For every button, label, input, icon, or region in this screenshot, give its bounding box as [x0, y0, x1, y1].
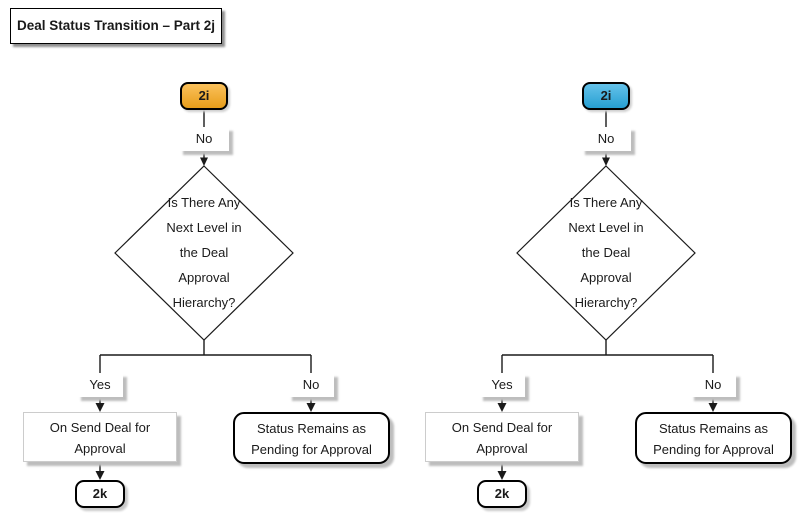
edge-label-yes: Yes — [77, 373, 123, 397]
flow-right: 2i No Is There Any Next Level in the Dea… — [402, 0, 799, 520]
edge-label-no-top: No — [581, 127, 631, 151]
action-box-send-deal: On Send Deal for Approval — [23, 412, 177, 462]
flow-left: 2i No Is There Any Next Level in the Dea… — [0, 0, 399, 520]
start-node-2i: 2i — [180, 82, 228, 110]
result-box-status-remains: Status Remains as Pending for Approval — [635, 412, 792, 464]
decision-text: Is There Any Next Level in the Deal Appr… — [166, 195, 242, 310]
arrowhead-into-diamond — [602, 157, 610, 166]
connectors-left-flow — [95, 110, 316, 480]
edge-label-yes: Yes — [479, 373, 525, 397]
result-box-status-remains: Status Remains as Pending for Approval — [233, 412, 390, 464]
page-title: Deal Status Transition – Part 2j — [10, 8, 222, 44]
arrowhead-into-next — [497, 471, 507, 480]
decision-text: Is There Any Next Level in the Deal Appr… — [568, 195, 644, 310]
arrowhead-into-result — [708, 403, 718, 412]
next-node-2k: 2k — [75, 480, 125, 508]
arrowhead-into-next — [95, 471, 105, 480]
arrowhead-into-action — [95, 403, 105, 412]
edge-label-no: No — [288, 373, 334, 397]
arrowhead-into-result — [306, 403, 316, 412]
edge-label-no-top: No — [179, 127, 229, 151]
arrowhead-into-action — [497, 403, 507, 412]
edge-label-no: No — [690, 373, 736, 397]
action-box-send-deal: On Send Deal for Approval — [425, 412, 579, 462]
arrowhead-into-diamond — [200, 157, 208, 166]
next-node-2k: 2k — [477, 480, 527, 508]
start-node-2i: 2i — [582, 82, 630, 110]
